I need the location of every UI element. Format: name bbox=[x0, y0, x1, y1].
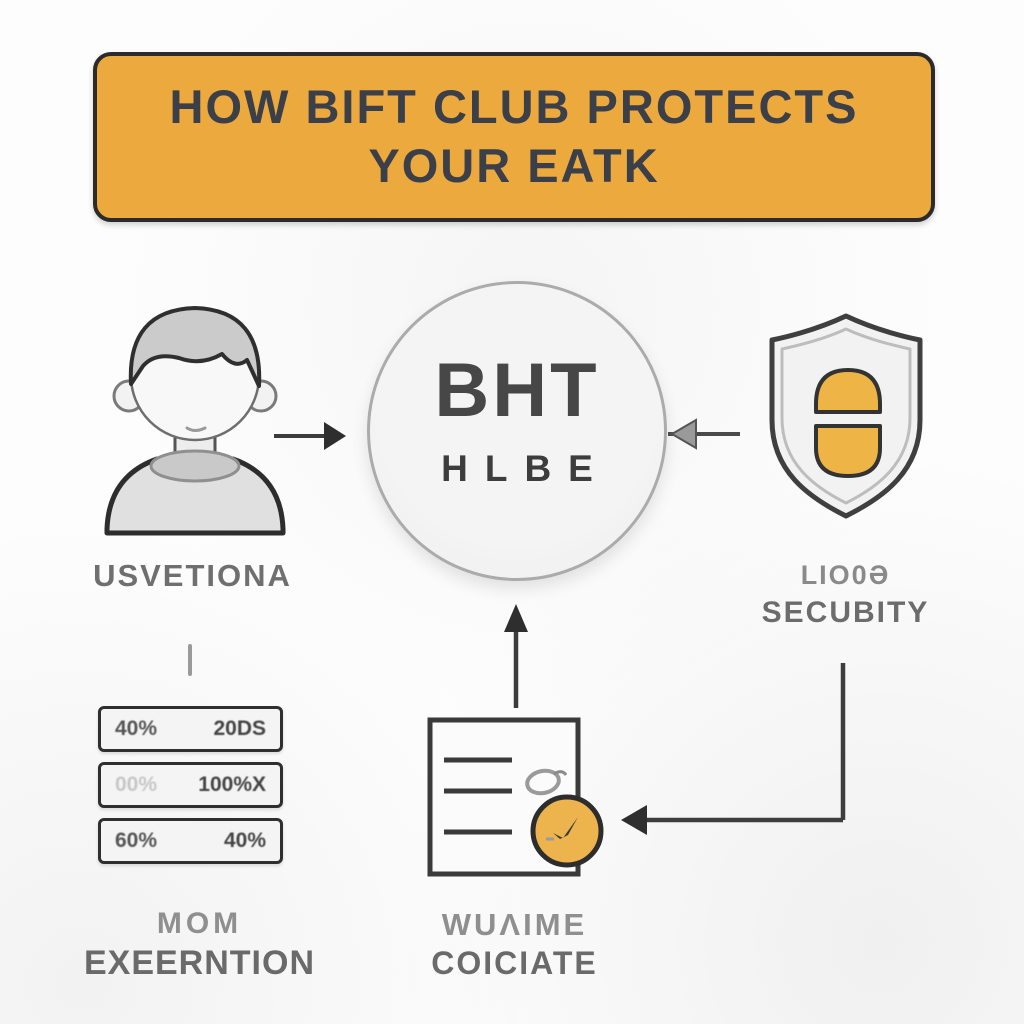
table-cell-right: 100%X bbox=[198, 773, 266, 796]
user-avatar-icon bbox=[104, 306, 286, 536]
rate-table-label-line1: MOM bbox=[156, 907, 243, 940]
rate-table-label: MOM EXEERNTION bbox=[52, 906, 347, 984]
page-title-line1: HOW BIFT CLUB PROTECTS bbox=[169, 80, 859, 134]
rate-table: 40% 20DS 00% 100%X 60% 40% bbox=[98, 706, 283, 874]
table-cell-left: 00% bbox=[115, 773, 158, 796]
arrow-user-to-center bbox=[274, 422, 346, 450]
table-cell-right: 40% bbox=[223, 829, 266, 852]
connector-user-to-table bbox=[188, 644, 192, 676]
security-label: LIO0Ə SECUBITY bbox=[728, 558, 963, 632]
table-cell-left: 60% bbox=[115, 829, 158, 852]
arrow-security-to-center bbox=[668, 418, 740, 450]
table-row: 00% 100%X bbox=[98, 762, 283, 808]
table-row: 60% 40% bbox=[98, 818, 283, 864]
center-node: BHT HLBE bbox=[367, 281, 667, 581]
page-title: HOW BIFT CLUB PROTECTS YOUR EATK bbox=[170, 78, 859, 196]
center-node-subtitle: HLBE bbox=[441, 447, 610, 489]
certificate-label-line1: WUΛIME bbox=[441, 907, 588, 942]
connector-security-to-certificate bbox=[621, 663, 846, 835]
title-banner: HOW BIFT CLUB PROTECTS YOUR EATK bbox=[93, 52, 935, 222]
certificate-label-line2: COICIATE bbox=[431, 944, 598, 981]
user-label: USVETIONA bbox=[93, 558, 292, 593]
center-node-title: BHT bbox=[434, 347, 600, 433]
security-label-line1: LIO0Ə bbox=[800, 560, 891, 590]
table-row: 40% 20DS bbox=[98, 706, 283, 752]
page-title-line2: YOUR EATK bbox=[368, 139, 660, 192]
security-label-line2: SECUBITY bbox=[761, 596, 930, 630]
table-cell-right: 20DS bbox=[213, 717, 266, 740]
shield-lock-icon bbox=[769, 313, 923, 519]
arrow-certificate-to-center bbox=[504, 604, 528, 708]
table-cell-left: 40% bbox=[115, 717, 158, 740]
rate-table-label-line2: EXEERNTION bbox=[83, 943, 316, 982]
certificate-label: WUΛIME COICIATE bbox=[392, 906, 637, 983]
certificate-seal-icon bbox=[427, 717, 604, 877]
